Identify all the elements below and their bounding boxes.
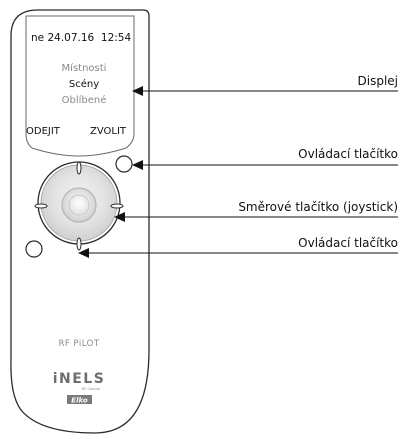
menu-item-sceny[interactable]: Scény: [69, 78, 99, 90]
control-button-right[interactable]: [115, 155, 133, 173]
control-button-left[interactable]: [25, 240, 43, 258]
label-displej: Displej: [358, 74, 399, 88]
softkey-right-label: ZVOLIT: [90, 126, 127, 137]
joystick-left-mark[interactable]: [34, 203, 48, 209]
callout-displej: [132, 86, 398, 96]
brand-sublabel: RF Control: [82, 387, 100, 391]
joystick-right-mark[interactable]: [110, 203, 124, 209]
callout-control-button-2: [78, 248, 398, 258]
model-label: RF PiLOT: [58, 339, 99, 349]
menu-item-oblibene[interactable]: Oblíbené: [62, 94, 107, 106]
softkey-left-label: ODEJIT: [26, 126, 61, 137]
label-control-button-2: Ovládací tlačítko: [298, 236, 398, 250]
callout-joystick: [114, 212, 398, 222]
label-control-button-1: Ovládací tlačítko: [298, 147, 398, 161]
callout-control-button-1: [132, 160, 398, 170]
svg-text:Elko: Elko: [71, 397, 88, 405]
joystick-down-mark[interactable]: [76, 237, 82, 251]
joystick-up-mark[interactable]: [76, 161, 82, 175]
joystick[interactable]: [34, 161, 124, 251]
brand-logo: iNELS: [53, 371, 106, 387]
display-frame: [25, 15, 135, 157]
joystick-center[interactable]: [61, 187, 97, 223]
display-date-time: ne 24.07.16 12:54: [31, 32, 131, 44]
label-joystick: Směrové tlačítko (joystick): [238, 200, 398, 214]
maker-logo: Elko: [67, 395, 92, 405]
menu-item-mistnosti[interactable]: Místnosti: [62, 62, 107, 74]
